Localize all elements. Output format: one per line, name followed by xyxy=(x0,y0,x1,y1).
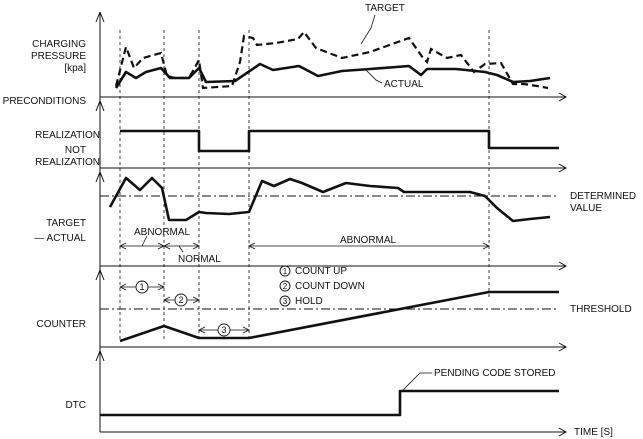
legend-count-up: COUNT UP xyxy=(295,266,347,277)
target-actual-panel: TARGET — ACTUAL DETERMINED VALUE ABNORMA… xyxy=(34,176,636,265)
target-actual-label-2: — ACTUAL xyxy=(34,233,86,244)
not-label: NOT xyxy=(65,145,86,156)
pending-code-leader xyxy=(402,372,432,391)
difference-line xyxy=(108,176,551,223)
abnormal-2-label: ABNORMAL xyxy=(340,235,397,246)
target-leader xyxy=(360,14,376,45)
pending-code-label: PENDING CODE STORED xyxy=(434,368,556,379)
dtc-panel: DTC PENDING CODE STORED xyxy=(65,368,559,417)
actual-pressure-line xyxy=(114,62,551,89)
target-pressure-line xyxy=(114,30,549,90)
charging-pressure-label-1: CHARGING xyxy=(32,39,86,50)
counter-panel: COUNTER THRESHOLD 1 COUNT UP 2 COUNT DOW… xyxy=(37,265,632,343)
abnormal-1-label: ABNORMAL xyxy=(134,227,191,238)
preconditions-panel: PRECONDITIONS REALIZATION NOT REALIZATIO… xyxy=(3,96,559,168)
timing-guides xyxy=(119,30,490,342)
interval-num-3: 3 xyxy=(221,325,226,335)
counter-label: COUNTER xyxy=(37,319,86,330)
charging-pressure-label-2: PRESSURE xyxy=(31,51,86,62)
legend-hold: HOLD xyxy=(295,296,323,307)
interval-num-1: 1 xyxy=(139,282,144,292)
legend-num-3: 3 xyxy=(283,297,288,306)
legend-num-2: 2 xyxy=(283,282,288,291)
target-actual-label-1: TARGET xyxy=(46,218,86,229)
counter-legend: 1 COUNT UP 2 COUNT DOWN 3 HOLD xyxy=(279,265,365,307)
threshold-label: THRESHOLD xyxy=(570,304,632,315)
interval-num-2: 2 xyxy=(178,295,183,305)
normal-label: NORMAL xyxy=(178,254,221,265)
charging-pressure-label-3: [kpa] xyxy=(64,63,86,74)
counter-line xyxy=(119,290,559,343)
not-realization-label: REALIZATION xyxy=(35,157,100,168)
dtc-line xyxy=(100,389,559,417)
axes xyxy=(95,11,568,437)
determined-value-label-1: DETERMINED xyxy=(570,191,636,202)
preconditions-label: PRECONDITIONS xyxy=(3,96,87,107)
preconditions-line xyxy=(120,129,559,153)
time-axis-label: TIME [S] xyxy=(574,427,613,438)
charging-pressure-panel: CHARGING PRESSURE [kpa] TARGET ACTUAL xyxy=(31,3,551,90)
determined-value-label-2: VALUE xyxy=(570,203,602,214)
legend-num-1: 1 xyxy=(283,267,288,276)
actual-label: ACTUAL xyxy=(384,79,424,90)
target-label: TARGET xyxy=(365,3,405,14)
actual-leader xyxy=(365,69,383,84)
legend-count-down: COUNT DOWN xyxy=(295,281,365,292)
realization-label: REALIZATION xyxy=(35,130,100,141)
dtc-label: DTC xyxy=(65,400,86,411)
